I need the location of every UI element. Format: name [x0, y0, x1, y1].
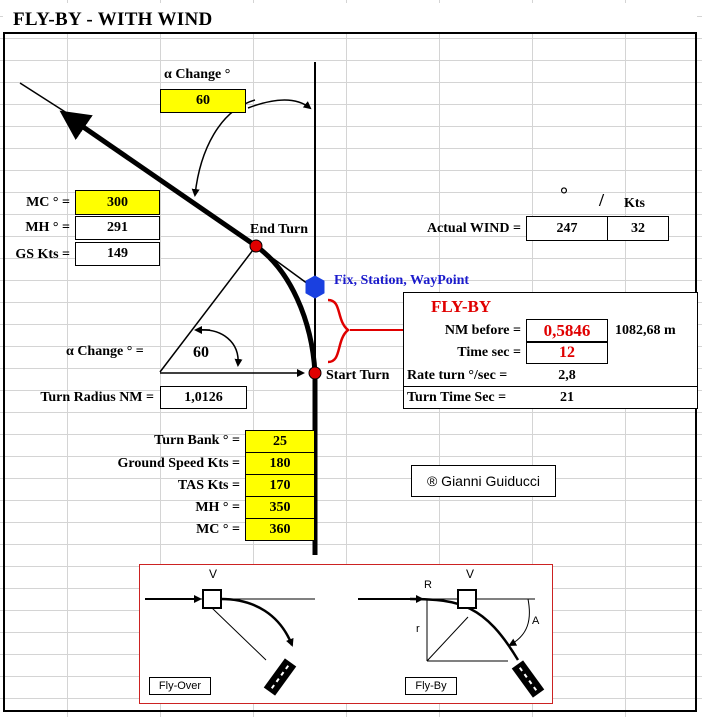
mh-left-label: MH ° =: [25, 220, 70, 235]
flyover-v-label: V: [209, 567, 218, 581]
alpha-change-top-value[interactable]: 60: [160, 89, 246, 113]
gs-left-label: GS Kts =: [15, 247, 70, 262]
ground-speed-value[interactable]: 180: [245, 452, 315, 475]
alpha-top-arc-arrow-2: [191, 99, 256, 197]
wind-direction-value: 247: [526, 216, 608, 241]
flyby-v-label: V: [466, 567, 475, 581]
turn-bank-label: Turn Bank ° =: [154, 433, 240, 448]
nm-before-value: 0,5846: [526, 319, 608, 342]
flyby-small-r-label: r: [416, 623, 420, 635]
wind-speed-value: 32: [607, 216, 669, 241]
mc-left-label: MC ° =: [26, 195, 70, 210]
end-turn-label: End Turn: [250, 222, 308, 237]
mh-left-value: 291: [75, 216, 160, 240]
alpha-change-value: 60: [193, 344, 209, 361]
wind-kts-label: Kts: [624, 196, 645, 211]
alpha-change-top-label: α Change °: [164, 67, 231, 82]
mc-input-value[interactable]: 360: [245, 518, 315, 541]
ground-speed-label: Ground Speed Kts =: [117, 456, 240, 471]
fix-waypoint-hexagon: [305, 275, 325, 299]
radius-line: [159, 245, 257, 373]
fix-station-waypoint-label: Fix, Station, WayPoint: [334, 273, 470, 288]
flyby-caption: Fly-By: [405, 677, 457, 695]
mc-left-value[interactable]: 300: [75, 190, 160, 215]
flyby-a-label: A: [532, 615, 540, 627]
end-to-fix-line: [255, 245, 309, 285]
inbound-extension-line: [19, 82, 71, 116]
turn-arc: [254, 243, 318, 374]
credit-text: ® Gianni Guiducci: [426, 473, 541, 489]
mc-input-label: MC ° =: [196, 522, 240, 537]
nm-before-meters: 1082,68 m: [615, 323, 676, 338]
flyover-caption: Fly-Over: [149, 677, 211, 695]
figure-drawing: [145, 589, 545, 698]
flyover-turn: [220, 597, 294, 647]
mh-input-label: MH ° =: [195, 500, 240, 515]
wind-degree-symbol: °: [560, 184, 568, 206]
flyover-waypoint-box: [202, 589, 222, 609]
flyby-waypoint-box: [457, 589, 477, 609]
end-turn-point: [249, 239, 263, 253]
start-turn-point: [308, 366, 322, 380]
tas-value[interactable]: 170: [245, 474, 315, 497]
credit-box: ® Gianni Guiducci: [411, 465, 556, 497]
actual-wind-label: Actual WIND =: [426, 221, 521, 236]
start-turn-label: Start Turn: [326, 368, 390, 383]
time-sec-label: Time sec =: [457, 345, 521, 360]
mh-input-value[interactable]: 350: [245, 496, 315, 519]
page-title: FLY-BY - WITH WIND: [13, 9, 213, 30]
turn-radius-label: Turn Radius NM =: [40, 390, 154, 405]
turn-time-label: Turn Time Sec =: [407, 390, 507, 405]
turn-bank-value[interactable]: 25: [245, 430, 315, 453]
rate-turn-label: Rate turn °/sec =: [407, 368, 508, 383]
flyover-flyby-figure: V Fly-Over R V r A Fly-By: [139, 564, 553, 704]
title-bar: FLY-BY - WITH WIND: [3, 3, 697, 34]
flyby-runway: [511, 660, 545, 698]
gs-left-value: 149: [75, 242, 160, 266]
alpha-change-label: α Change ° =: [66, 344, 144, 359]
outbound-track: [59, 110, 258, 249]
alpha-top-arc-arrow-1: [247, 99, 312, 110]
turn-time-value: 21: [560, 390, 574, 405]
wind-slash: /: [599, 190, 605, 210]
tas-label: TAS Kts =: [177, 478, 240, 493]
turn-radius-value: 1,0126: [160, 386, 247, 409]
flyby-r-label: R: [424, 579, 432, 591]
nm-before-label: NM before =: [444, 323, 521, 338]
time-sec-value: 12: [526, 342, 608, 364]
flyby-box-divider: [403, 386, 698, 387]
flyover-runway: [263, 658, 297, 696]
rate-turn-value: 2,8: [558, 368, 576, 383]
red-brace: [327, 298, 350, 364]
flyby-heading: FLY-BY: [431, 297, 492, 316]
